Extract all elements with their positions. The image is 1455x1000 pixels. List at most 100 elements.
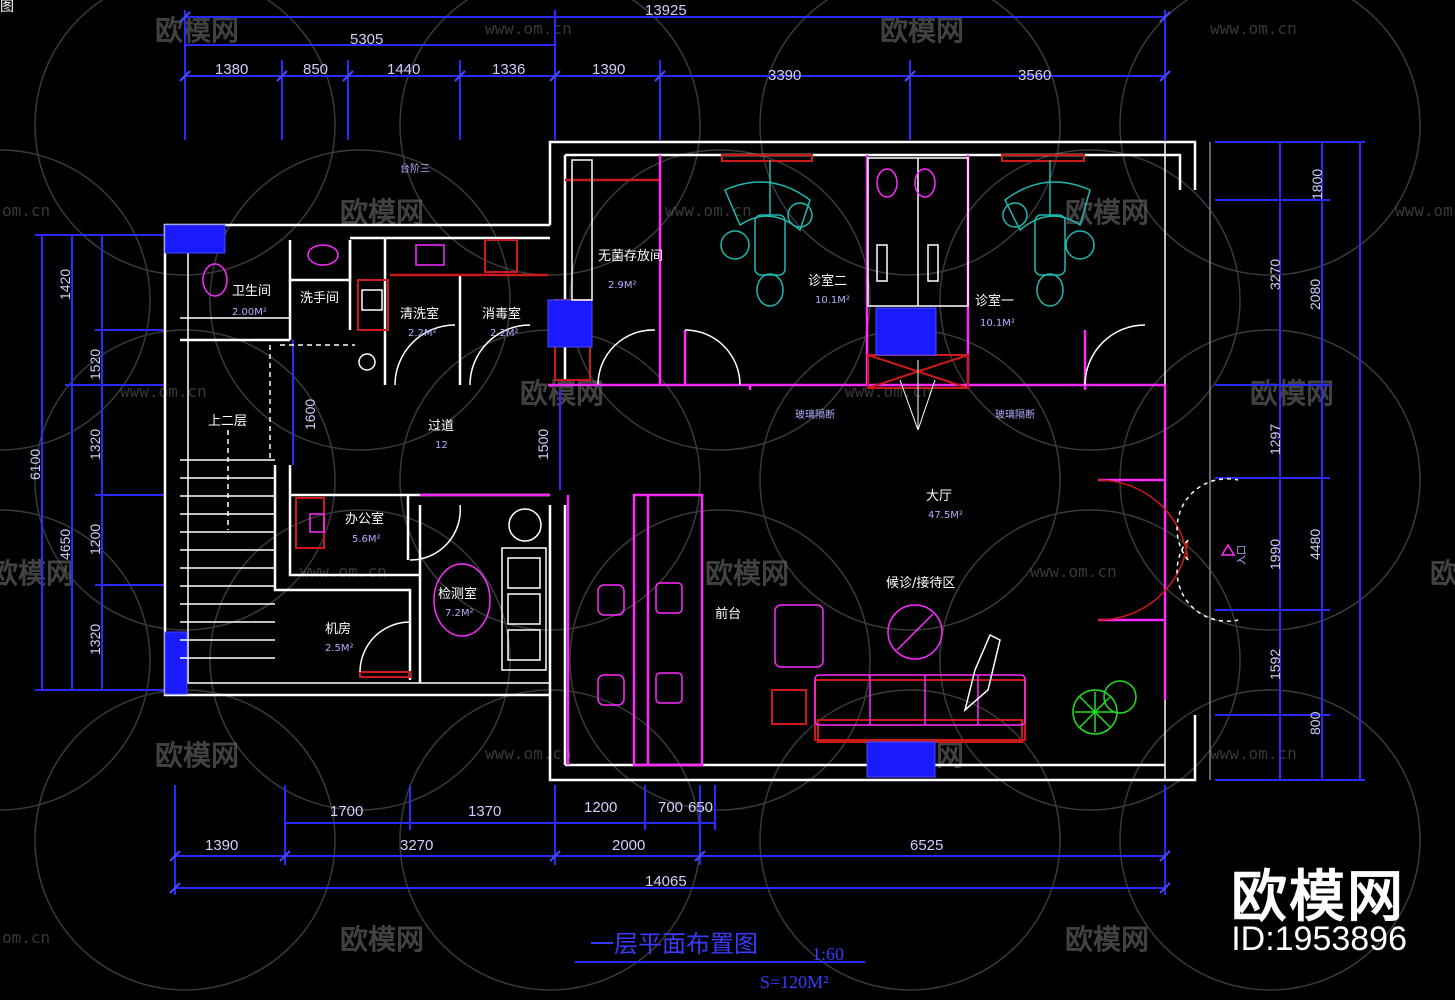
room-clinic2-area: 10.1M² <box>815 295 850 306</box>
ct-room-furniture <box>433 508 547 671</box>
dim-top-seg: 850 <box>303 61 328 78</box>
room-corridor: 过道 <box>428 419 454 434</box>
note-entrance: 入口 <box>1237 545 1248 565</box>
waiting-area-furniture <box>774 604 1026 726</box>
room-disinfect-area: 2.2M² <box>490 328 519 339</box>
room-wash: 洗手间 <box>300 291 339 306</box>
dim-bottom-row2: 2000 <box>612 837 645 854</box>
watermark-text: 欧模网 <box>1250 377 1334 410</box>
dim-bottom-row1: 650 <box>688 799 713 816</box>
watermark-text: 欧模网 <box>705 557 789 590</box>
dim-top-seg: 1336 <box>492 61 525 78</box>
dim-top-seg: 1380 <box>215 61 248 78</box>
dim-right-inner: 800 <box>1307 711 1323 735</box>
watermark-url: www.om.cn <box>1395 201 1455 220</box>
dim-left-seg: 1200 <box>87 524 103 555</box>
dim-bottom-total: 14065 <box>645 873 687 890</box>
entrance-arrow-icon <box>1220 543 1236 556</box>
plan-scale: 1:60 <box>812 944 844 964</box>
dim-right-mid: 4480 <box>1307 529 1323 560</box>
room-office: 办公室 <box>345 511 384 527</box>
dim-bottom-row1: 1700 <box>330 803 363 820</box>
room-machine-area: 2.5M² <box>325 643 354 654</box>
room-machine: 机房 <box>325 621 351 637</box>
watermark-url: om.cn <box>2 928 50 947</box>
watermark-url: www.om.cn <box>485 744 572 763</box>
watermark-url: www.om.cn <box>665 201 752 220</box>
room-hall-area: 47.5M² <box>928 510 963 521</box>
watermark-text: 欧模网 <box>155 739 239 772</box>
stairs <box>180 344 355 659</box>
watermark-url: www.om.cn <box>1210 744 1297 763</box>
plant <box>1072 680 1137 735</box>
dim-left-total: 6100 <box>27 449 43 480</box>
room-ct-area: 7.2M² <box>445 608 474 619</box>
columns <box>164 224 937 778</box>
room-corridor-area: 12 <box>435 440 448 451</box>
room-clinic1-area: 10.1M² <box>980 318 1015 329</box>
dim-bottom-row2: 3270 <box>400 837 433 854</box>
watermark-text: 欧模网 <box>1430 557 1455 590</box>
dim-bottom-row2: 6525 <box>910 837 943 854</box>
room-labels: 卫生间 2.00M² 洗手间 清洗室 2.2M² 消毒室 2.2M² 无菌存放间… <box>208 162 1248 654</box>
fixtures <box>202 159 593 533</box>
doors <box>359 324 1239 673</box>
dim-right-inner: 1990 <box>1267 539 1283 570</box>
brand-logo-text: 欧模网 <box>1231 865 1405 930</box>
plan-title: 一层平面布置图 <box>590 930 758 958</box>
walls <box>163 140 1211 782</box>
plan-title-block: 一层平面布置图 1:60 S=120M² <box>575 930 865 992</box>
room-upstairs: 上二层 <box>208 414 247 429</box>
dim-inner: 1500 <box>535 429 551 460</box>
dim-top-seg: 3560 <box>1018 67 1051 84</box>
room-disinfect: 消毒室 <box>482 306 521 322</box>
dim-top-seg: 3390 <box>768 67 801 84</box>
room-office-area: 5.6M² <box>352 534 381 545</box>
watermark-url: om.cn <box>2 201 50 220</box>
dim-right-inner: 3270 <box>1267 259 1283 290</box>
sink-cabinet <box>867 157 969 431</box>
room-front: 前台 <box>715 606 741 622</box>
room-cleaning-area: 2.2M² <box>408 328 437 339</box>
watermark-url: www.om.cn <box>300 562 387 581</box>
dim-left-seg: 1420 <box>57 269 73 300</box>
dim-left-sub: 4650 <box>57 529 73 560</box>
dim-left-seg: 1320 <box>87 429 103 460</box>
note-steps: 台阶三 <box>400 162 430 175</box>
dim-right-inner: 1297 <box>1267 424 1283 455</box>
brand-id: ID:1953896 <box>1231 920 1407 958</box>
watermark-url: www.om.cn <box>1030 562 1117 581</box>
dim-top-seg: 1440 <box>387 61 420 78</box>
dimension-labels: 13925 5305 1380 850 1440 1336 1390 3390 … <box>27 2 1325 890</box>
watermark-url: www.om.cn <box>485 19 572 38</box>
dim-right-inner: 1592 <box>1267 649 1283 680</box>
dim-bottom-row2: 1390 <box>205 837 238 854</box>
dim-bottom-row1: 1200 <box>584 799 617 816</box>
dental-chairs <box>720 160 1095 307</box>
room-clinic1: 诊室一 <box>975 293 1014 309</box>
watermark-text: 欧模网 <box>0 557 74 590</box>
dim-bottom-row1: 700 <box>658 799 683 816</box>
dim-left-seg: 1520 <box>87 349 103 380</box>
watermark-text: 欧模网 <box>520 377 604 410</box>
room-cleaning: 清洗室 <box>400 306 439 322</box>
room-ct: 检测室 <box>438 586 477 602</box>
dim-left-seg: 1320 <box>87 624 103 655</box>
room-wc: 卫生间 <box>232 284 271 299</box>
watermark-url: www.om.cn <box>120 382 207 401</box>
watermark-text: 欧模网 <box>155 14 239 47</box>
room-sterile-area: 2.9M² <box>608 280 637 291</box>
room-sterile: 无菌存放间 <box>598 249 663 264</box>
watermark-text: 欧模网 <box>340 196 424 229</box>
note-glass: 玻璃隔断 <box>795 408 835 421</box>
watermark-text: 欧模网 <box>1065 923 1149 956</box>
dim-inner: 1600 <box>302 399 318 430</box>
corner-label: 图 <box>0 0 14 15</box>
watermark-text: 欧模网 <box>340 923 424 956</box>
plan-area: S=120M² <box>760 972 829 992</box>
room-hall: 大厅 <box>926 489 952 504</box>
furniture-lines <box>295 154 1085 743</box>
dimension-lines <box>35 10 1365 895</box>
room-waiting: 候诊/接待区 <box>886 575 955 591</box>
